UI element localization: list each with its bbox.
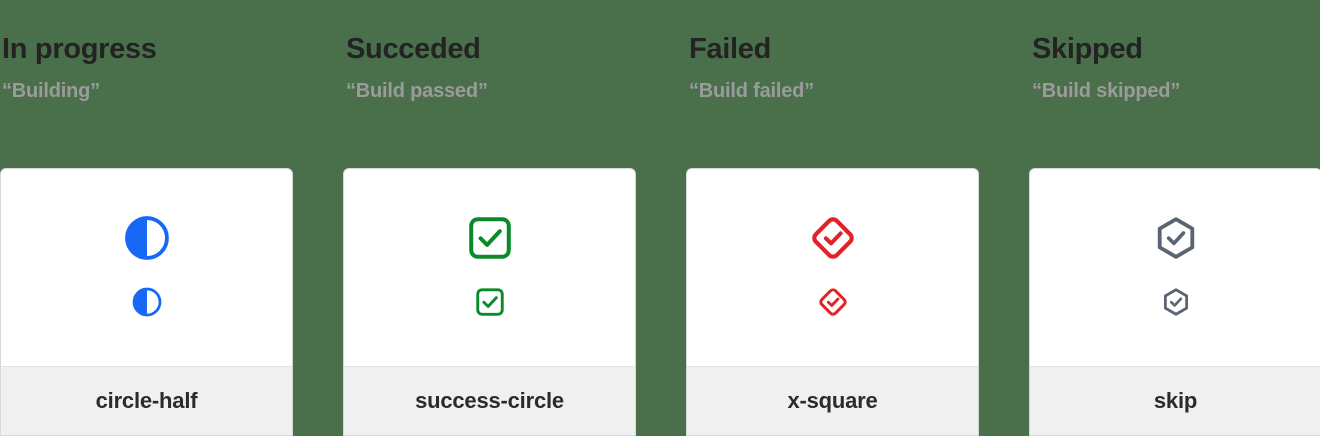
skip-icon-large — [1153, 215, 1199, 261]
column-title: In progress — [2, 33, 157, 65]
status-column-in-progress: In progress “Building” — [0, 0, 343, 436]
column-header: Succeded “Build passed” — [346, 0, 686, 102]
column-title: Skipped — [1032, 33, 1143, 65]
icon-card-body — [344, 169, 635, 366]
circle-half-icon-large — [124, 215, 170, 261]
status-column-skipped: Skipped “Build skipped” — [1029, 0, 1320, 436]
column-subtitle: “Build failed” — [689, 79, 814, 102]
column-header: In progress “Building” — [2, 0, 343, 102]
icon-name-label: success-circle — [415, 388, 564, 413]
icon-card-body — [687, 169, 978, 366]
status-column-failed: Failed “Build failed” — [686, 0, 1029, 436]
x-square-icon-small — [818, 287, 848, 317]
success-circle-icon-small — [475, 287, 505, 317]
icon-card-footer: circle-half — [1, 366, 292, 435]
icon-card-success-circle[interactable]: success-circle — [343, 168, 636, 436]
icon-name-label: x-square — [787, 388, 878, 413]
icon-card-footer: x-square — [687, 366, 978, 435]
x-square-icon-large — [810, 215, 856, 261]
skip-icon-small — [1161, 287, 1191, 317]
success-circle-icon-large — [467, 215, 513, 261]
icon-card-x-square[interactable]: x-square — [686, 168, 979, 436]
icon-card-footer: skip — [1030, 366, 1320, 435]
column-title: Failed — [689, 33, 771, 65]
circle-half-icon-small — [132, 287, 162, 317]
status-column-succeeded: Succeded “Build passed” — [343, 0, 686, 436]
icon-card-circle-half[interactable]: circle-half — [0, 168, 293, 436]
icon-name-label: skip — [1153, 388, 1198, 413]
icon-card-body — [1030, 169, 1320, 366]
column-subtitle: “Building” — [2, 79, 100, 102]
column-title: Succeded — [346, 33, 481, 65]
column-subtitle: “Build passed” — [346, 79, 488, 102]
column-header: Failed “Build failed” — [689, 0, 1029, 102]
icon-card-body — [1, 169, 292, 366]
icon-card-footer: success-circle — [344, 366, 635, 435]
icon-card-skip[interactable]: skip — [1029, 168, 1320, 436]
icon-name-label: circle-half — [95, 388, 198, 413]
column-header: Skipped “Build skipped” — [1032, 0, 1320, 102]
column-subtitle: “Build skipped” — [1032, 79, 1181, 102]
